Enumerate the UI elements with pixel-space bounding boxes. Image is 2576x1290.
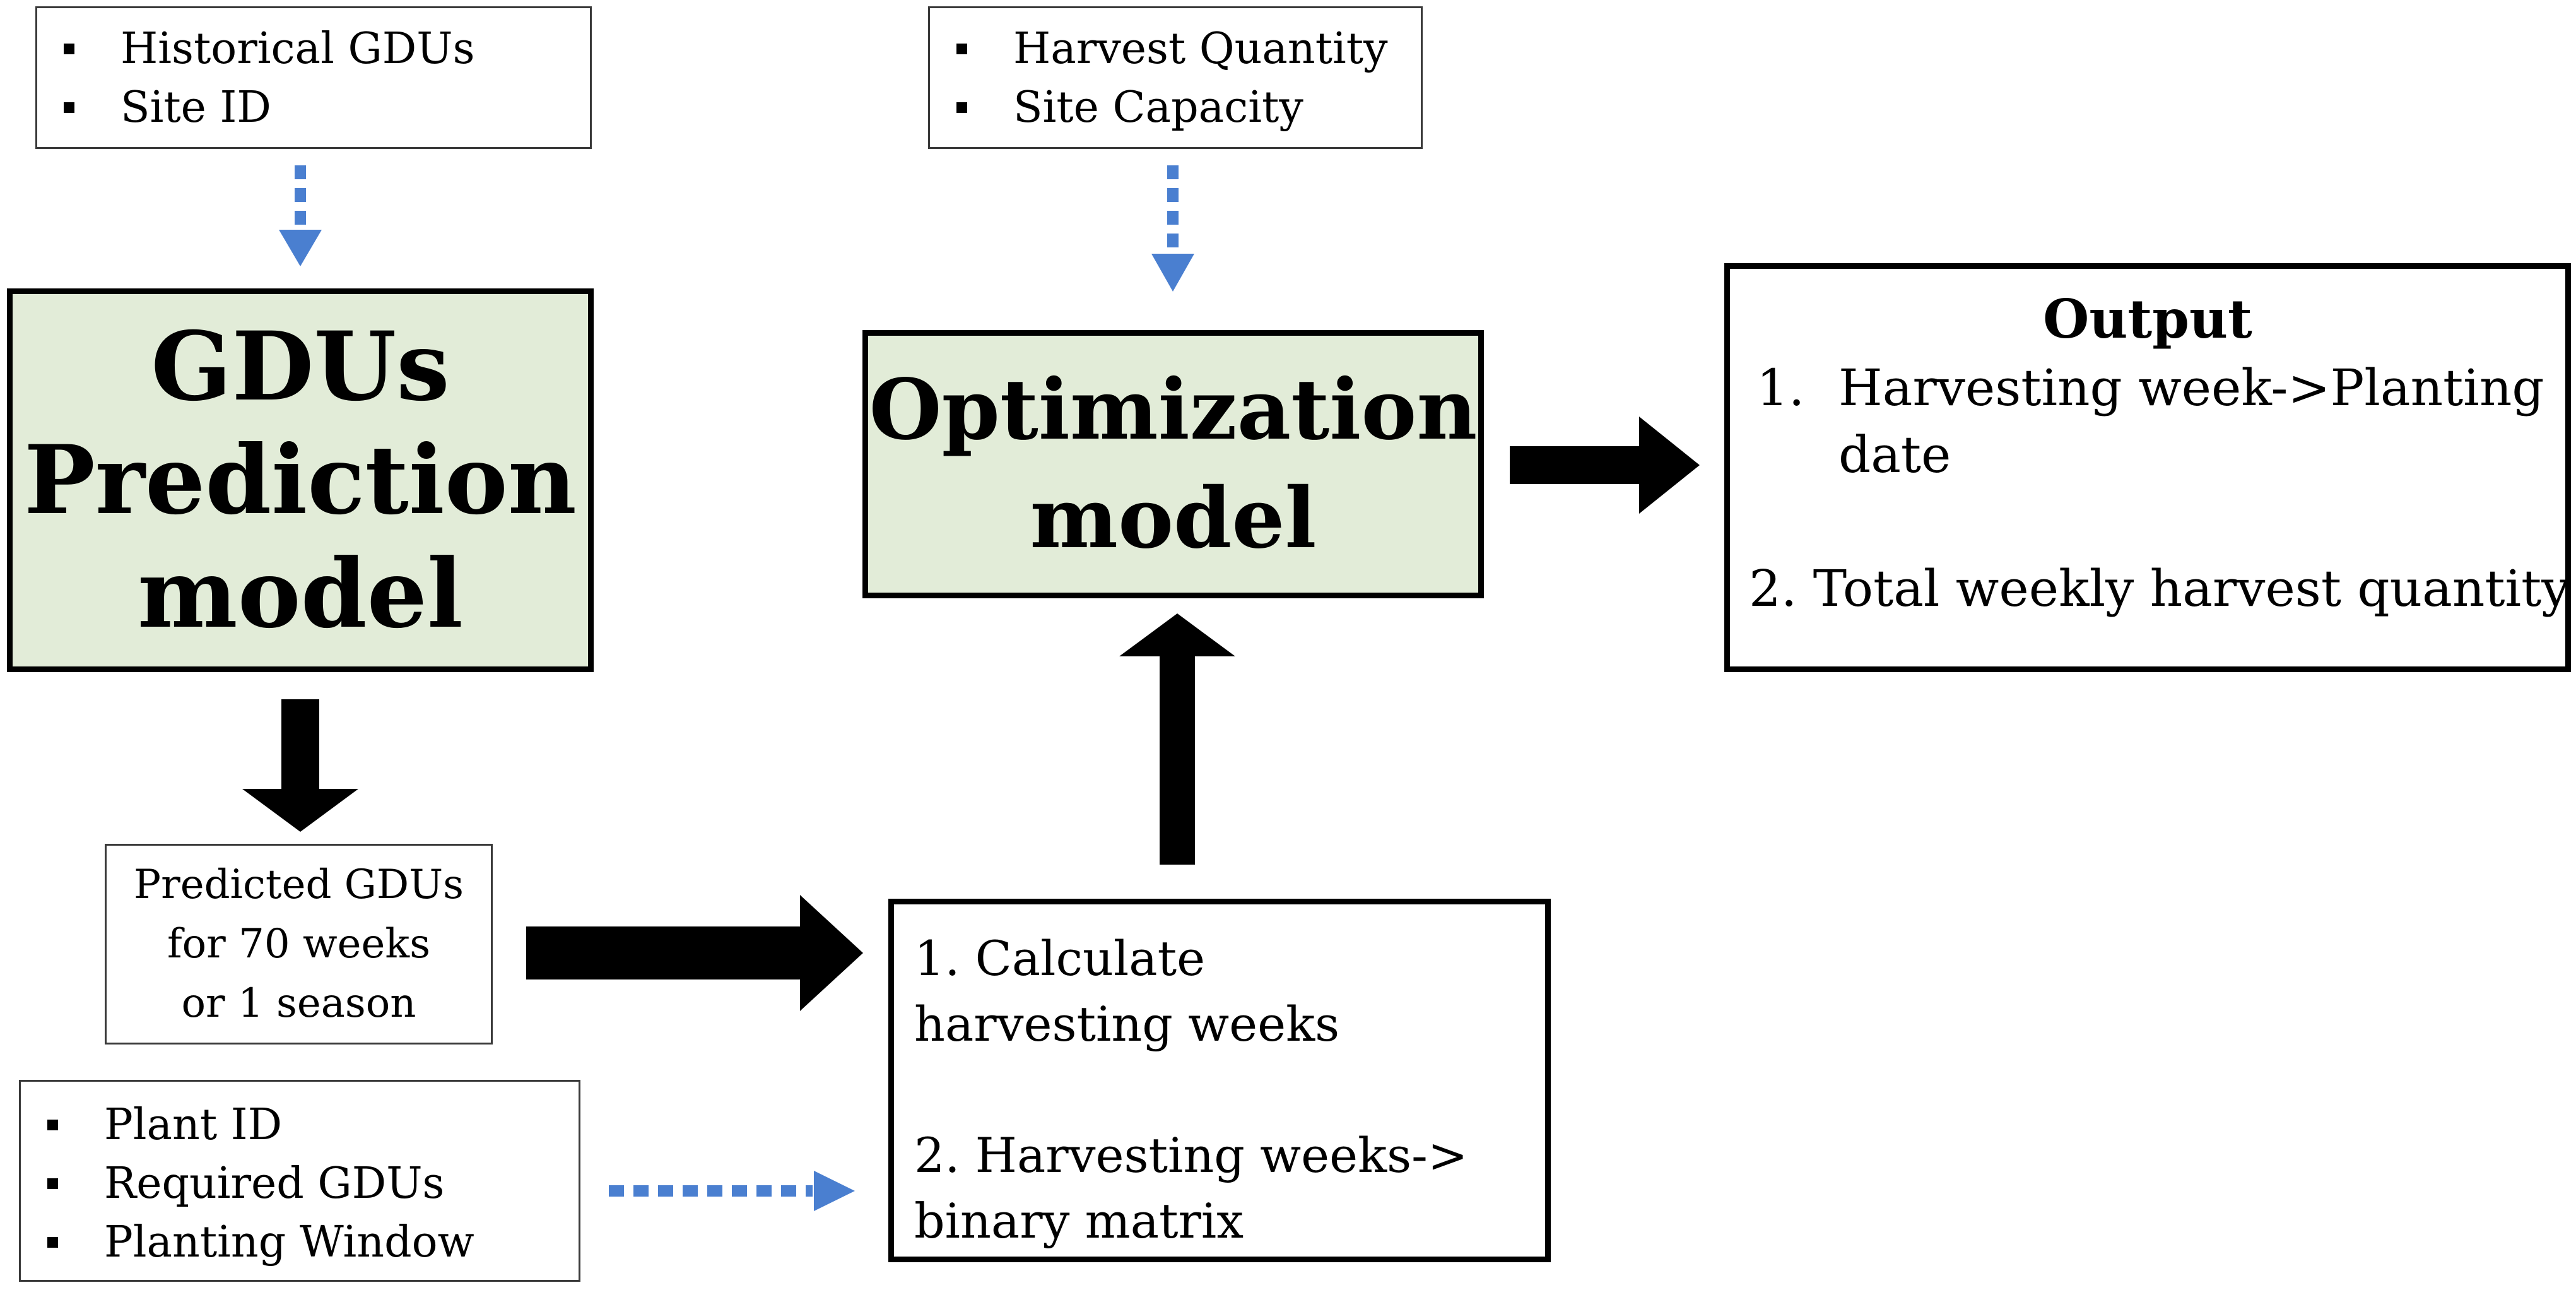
solid-arrow-gdus-to-predicted <box>242 699 358 832</box>
calc-step-1-line-2: harvesting weeks <box>914 996 1340 1052</box>
dotted-arrow-plant-to-calculation <box>609 1171 855 1211</box>
optimization-model-box: Optimization model <box>862 330 1484 598</box>
dotted-arrow-historical-to-gdus <box>279 165 322 266</box>
input-item-harvest-quantity: Harvest Quantity <box>930 20 1421 78</box>
calc-step-2-line-2: binary matrix <box>914 1193 1244 1249</box>
predicted-gdus-line-2: for 70 weeks <box>167 921 431 968</box>
calc-step-2-line-1: 2. Harvesting weeks-> <box>914 1127 1468 1183</box>
calculation-box: 1. Calculate harvesting weeks 2. Harvest… <box>888 899 1551 1262</box>
predicted-gdus-line-1: Predicted GDUs <box>134 861 464 908</box>
predicted-gdus-box: Predicted GDUs for 70 weeks or 1 season <box>105 844 493 1044</box>
input-box-plant: Plant ID Required GDUs Planting Window <box>19 1080 580 1282</box>
gdus-model-line-3: model <box>137 538 464 649</box>
dotted-arrow-harvest-to-optimization <box>1151 165 1194 292</box>
solid-arrow-optimization-to-output <box>1510 417 1700 514</box>
predicted-gdus-line-3: or 1 season <box>181 980 416 1027</box>
output-item-1-number: 1. <box>1756 358 1805 417</box>
input-box-historical: Historical GDUs Site ID <box>35 6 592 149</box>
solid-arrow-predicted-to-calculation <box>526 895 863 1011</box>
output-item-1-line-1: Harvesting week->Planting <box>1838 358 2544 417</box>
gdus-model-line-2: Prediction <box>24 425 577 536</box>
calc-step-1-line-1: 1. Calculate <box>914 930 1206 986</box>
input-item-site-capacity: Site Capacity <box>930 78 1421 137</box>
input-item-site-id: Site ID <box>37 78 590 137</box>
input-box-harvest: Harvest Quantity Site Capacity <box>928 6 1423 149</box>
gdus-model-line-1: GDUs <box>151 311 450 422</box>
input-item-required-gdus: Required GDUs <box>21 1154 579 1213</box>
output-title: Output <box>2043 288 2252 350</box>
output-item-1-line-2: date <box>1838 425 1951 484</box>
output-box: Output 1. Harvesting week->Planting date… <box>1724 263 2571 672</box>
input-item-historical-gdus: Historical GDUs <box>37 20 590 78</box>
input-item-planting-window: Planting Window <box>21 1213 579 1272</box>
optimization-model-line-2: model <box>1030 469 1317 567</box>
output-item-2: 2. Total weekly harvest quantity <box>1749 559 2570 618</box>
input-item-plant-id: Plant ID <box>21 1096 579 1154</box>
solid-arrow-calculation-to-optimization <box>1119 613 1235 865</box>
optimization-model-line-1: Optimization <box>869 360 1478 459</box>
gdus-prediction-model-box: GDUs Prediction model <box>7 288 594 672</box>
